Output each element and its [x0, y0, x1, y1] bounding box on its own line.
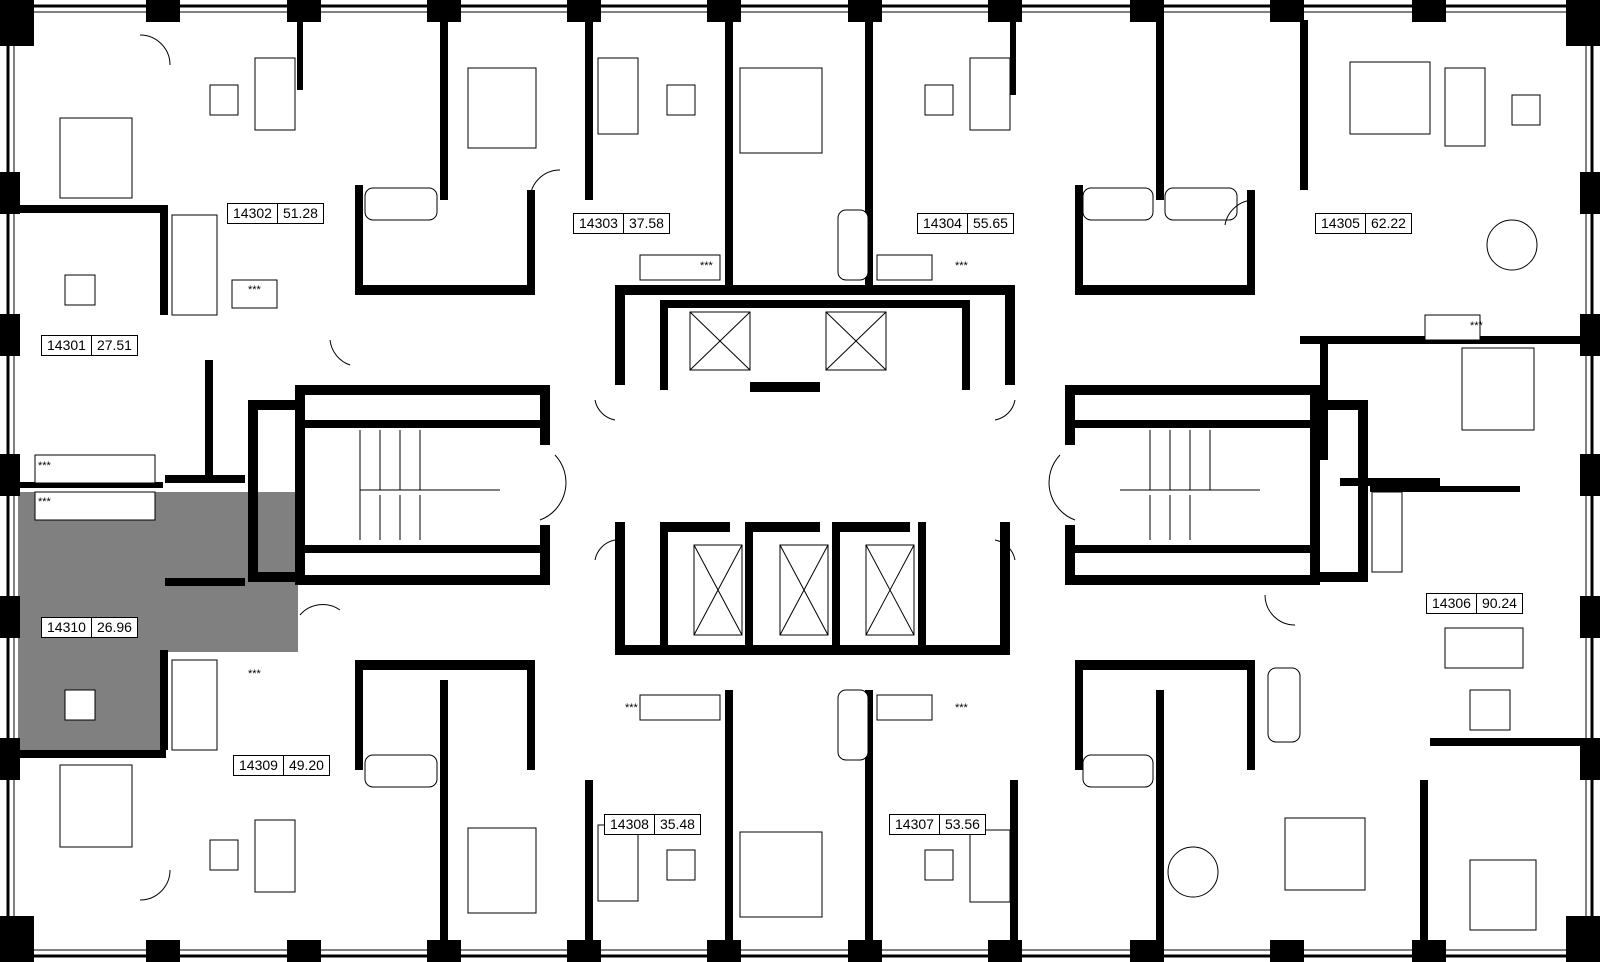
unit-label-14310[interactable]: 14310 26.96: [41, 617, 138, 638]
unit-area: 62.22: [1364, 214, 1411, 233]
unit-number: 14304: [923, 215, 962, 231]
kitchen-marker: ***: [38, 496, 51, 508]
unit-area: 27.51: [90, 336, 137, 355]
unit-number: 14308: [610, 816, 649, 832]
unit-number: 14310: [47, 619, 86, 635]
kitchen-marker: ***: [248, 668, 261, 680]
unit-number: 14309: [239, 757, 278, 773]
kitchen-marker: ***: [248, 284, 261, 296]
unit-number: 14303: [579, 215, 618, 231]
unit-label-14304[interactable]: 14304 55.65: [917, 213, 1014, 234]
kitchen-marker: ***: [38, 460, 51, 472]
unit-area: 49.20: [282, 756, 329, 775]
unit-number: 14306: [1432, 595, 1471, 611]
unit-label-14307[interactable]: 14307 53.56: [889, 814, 986, 835]
unit-label-14301[interactable]: 14301 27.51: [41, 335, 138, 356]
unit-area: 51.28: [276, 204, 323, 223]
unit-label-14305[interactable]: 14305 62.22: [1315, 213, 1412, 234]
unit-area: 90.24: [1475, 594, 1522, 613]
doors: [139, 34, 1296, 901]
furniture: [34, 57, 1541, 931]
unit-number: 14301: [47, 337, 86, 353]
unit-label-14306[interactable]: 14306 90.24: [1426, 593, 1523, 614]
unit-number: 14305: [1321, 215, 1360, 231]
unit-label-14303[interactable]: 14303 37.58: [573, 213, 670, 234]
partition-walls: [18, 20, 1582, 942]
unit-label-14302[interactable]: 14302 51.28: [227, 203, 324, 224]
bathroom-blocks: [165, 185, 1440, 770]
kitchen-marker: ***: [625, 702, 638, 714]
unit-label-14308[interactable]: 14308 35.48: [604, 814, 701, 835]
kitchen-marker: ***: [955, 702, 968, 714]
unit-label-14309[interactable]: 14309 49.20: [233, 755, 330, 776]
building-core: [248, 285, 1368, 655]
unit-area: 26.96: [90, 618, 137, 637]
unit-area: 37.58: [622, 214, 669, 233]
kitchen-marker: ***: [955, 260, 968, 272]
unit-area: 53.56: [938, 815, 985, 834]
kitchen-marker: ***: [700, 260, 713, 272]
unit-area: 35.48: [653, 815, 700, 834]
unit-number: 14302: [233, 205, 272, 221]
kitchen-marker: ***: [1470, 320, 1483, 332]
unit-number: 14307: [895, 816, 934, 832]
unit-area: 55.65: [966, 214, 1013, 233]
